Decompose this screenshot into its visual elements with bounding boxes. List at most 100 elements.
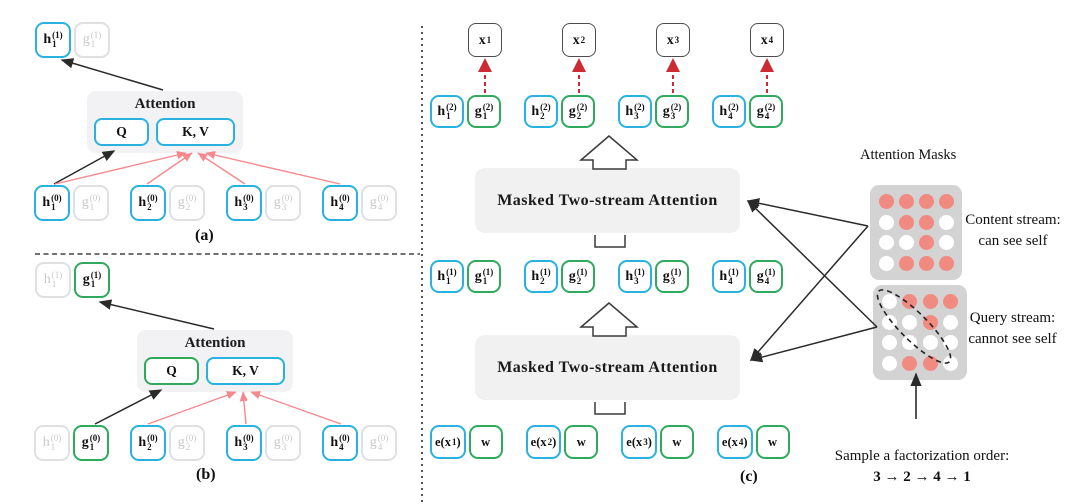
mask-dot-hidden: [878, 235, 894, 251]
arrow-content-mask-to-upper-block: [746, 198, 869, 227]
mask-dot-visible: [918, 214, 934, 230]
arrow-query-mask-to-lower-block: [749, 326, 878, 363]
node-g2(2): g(2)2: [561, 95, 595, 128]
node-h1(1): h(1)1: [430, 260, 464, 293]
node-h2(2): h(2)2: [524, 95, 558, 128]
attend-line-h3-to-kv: [197, 152, 246, 185]
attention-masks-title: Attention Masks: [860, 147, 957, 163]
node-g4(1): g(1)4: [749, 260, 783, 293]
node-h4(1): h(1)4: [712, 260, 746, 293]
arrow-g1-to-query: [94, 389, 163, 425]
attend-line-h2-to-kv: [146, 152, 193, 185]
content-stream-caption-line1: Content stream:: [965, 212, 1061, 228]
mask-dot-visible: [938, 256, 954, 272]
hollow-up-arrow-lower: [578, 302, 640, 337]
panel-b-label: (b): [196, 466, 216, 483]
attention-title: Attention: [134, 96, 196, 112]
arrow-attention-to-h1-output: [60, 58, 164, 91]
mask-dot-hidden: [922, 335, 938, 351]
node-w: w: [468, 425, 503, 459]
mask-dot-visible: [878, 193, 894, 209]
content-stream-mask: [870, 185, 962, 280]
mask-dot-hidden: [881, 335, 897, 351]
query-stream-caption: Query stream: cannot see self: [955, 308, 1070, 350]
node-h2(0): h(0)2: [130, 425, 166, 461]
factorization-note: Sample a factorization order: 3 → 2 → 4 …: [818, 446, 1026, 488]
attend-line-h1-to-kv: [54, 151, 187, 185]
masked-two-stream-attention-lower: Masked Two-stream Attention: [475, 335, 740, 400]
mask-dot-visible: [922, 356, 938, 372]
node-h3(1): h(1)3: [618, 260, 652, 293]
mask-dot-visible: [938, 193, 954, 209]
bracket-upper-block: [594, 235, 626, 248]
mask-dot-visible: [918, 256, 934, 272]
mask-dot-visible: [898, 214, 914, 230]
node-g2(1): g(1)2: [561, 260, 595, 293]
mask-dot-hidden: [898, 235, 914, 251]
mask-dot-hidden: [881, 356, 897, 372]
factorization-order: 3 → 2 → 4 → 1: [873, 469, 971, 485]
panel-a-attention-block: Attention Q K, V: [87, 91, 243, 153]
node-g1(2): g(2)1: [467, 95, 501, 128]
mask-dot-hidden: [881, 314, 897, 330]
node-h4(2): h(2)4: [712, 95, 746, 128]
query-box: Q: [144, 357, 199, 385]
mask-dot-visible: [918, 193, 934, 209]
mask-dot-hidden: [878, 214, 894, 230]
mask-dot-visible: [922, 314, 938, 330]
mask-dot-hidden: [881, 293, 897, 309]
mask-dot-hidden: [902, 314, 918, 330]
bracket-lower-block: [594, 402, 626, 415]
node-h1(0): h(0)1: [34, 185, 70, 221]
query-stream-mask: [873, 285, 967, 380]
node-w: w: [659, 425, 694, 459]
node-g3(0): g(0)3: [265, 185, 301, 221]
node-h3(0): h(0)3: [226, 425, 262, 461]
mask-dot-hidden: [902, 335, 918, 351]
node-g1(1): g(1)1: [74, 262, 110, 298]
mask-dot-visible: [943, 293, 959, 309]
node-g1(0): g(0)1: [73, 425, 109, 461]
query-stream-caption-line1: Query stream:: [969, 310, 1056, 326]
node-g4(0): g(0)4: [361, 425, 397, 461]
mask-dot-hidden: [938, 235, 954, 251]
node-g2(0): g(0)2: [169, 185, 205, 221]
node-h1(1): h(1)1: [35, 22, 71, 58]
mask-dot-hidden: [878, 256, 894, 272]
arrow-h1-to-query: [53, 150, 116, 185]
node-h3(2): h(2)3: [618, 95, 652, 128]
mask-dot-visible: [902, 356, 918, 372]
node-h4(0): h(0)4: [322, 425, 358, 461]
panel-a-label: (a): [195, 227, 214, 244]
arrow-content-mask-to-lower-block: [750, 225, 869, 362]
